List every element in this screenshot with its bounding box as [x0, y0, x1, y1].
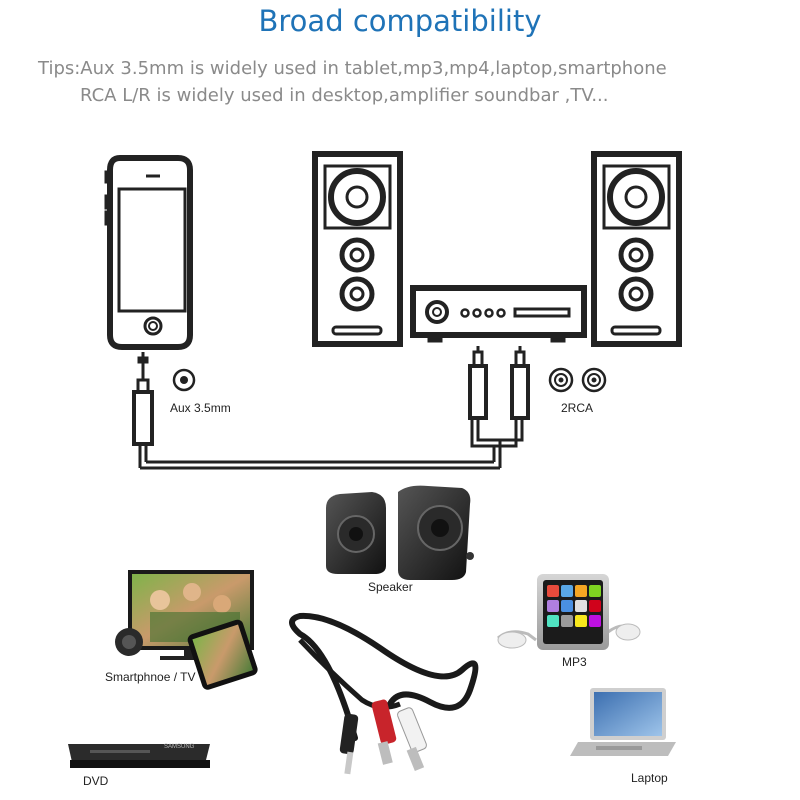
smartphone-tv-label: Smartphnoe / TV	[105, 670, 196, 684]
tip-line-1: Tips:Aux 3.5mm is widely used in tablet,…	[38, 58, 667, 79]
rca-jacks-icon	[548, 367, 607, 393]
desktop-speakers-image	[326, 485, 474, 580]
rca-label: 2RCA	[561, 401, 594, 415]
tip-line-2: RCA L/R is widely used in desktop,amplif…	[80, 85, 609, 106]
mp3-label: MP3	[562, 655, 587, 669]
laptop-image	[570, 688, 676, 756]
dvd-player-image	[68, 744, 210, 768]
mp3-player-image	[497, 574, 641, 650]
left-tower-speaker-icon	[312, 151, 403, 347]
laptop-label: Laptop	[631, 771, 668, 785]
audio-cable-image	[289, 612, 479, 775]
aux-jack-icon	[172, 368, 196, 392]
phone-icon	[104, 155, 193, 350]
speaker-label: Speaker	[368, 580, 413, 594]
tv-smartphone-image	[115, 570, 258, 690]
dvd-label: DVD	[83, 774, 109, 788]
dvd-brand-logo: SAMSUNG	[164, 744, 195, 750]
aux-label: Aux 3.5mm	[170, 401, 231, 415]
right-tower-speaker-icon	[591, 151, 682, 347]
page-title: Broad compatibility	[258, 4, 542, 38]
amplifier-icon	[410, 285, 587, 343]
cable-line-art	[132, 346, 530, 470]
